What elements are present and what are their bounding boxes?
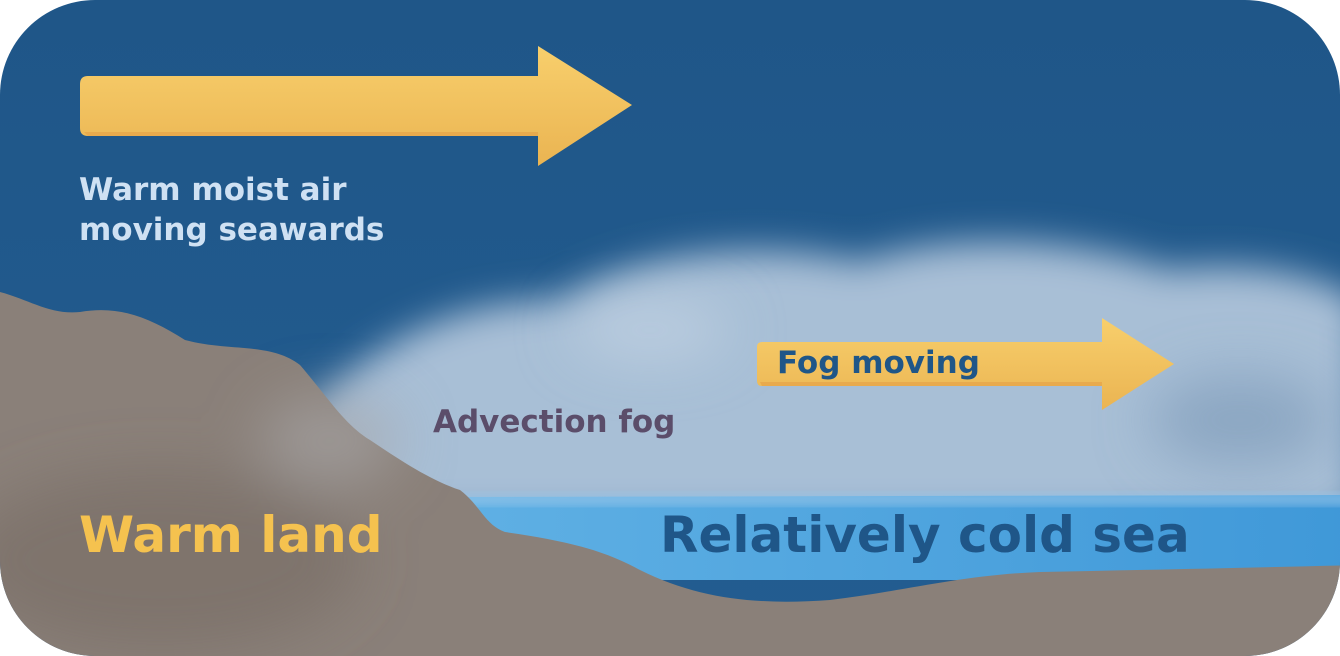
warm-air-arrow-shadow [84, 132, 538, 136]
warm-land-label: Warm land [79, 506, 383, 564]
fog-moving-label: Fog moving [777, 345, 980, 381]
warm-moist-air-label-line1: Warm moist air [79, 172, 347, 208]
fog-moving-arrow-shadow [760, 382, 1102, 386]
land-shading [0, 395, 400, 650]
warm-moist-air-label-line2: moving seawards [79, 212, 385, 248]
cold-sea-label: Relatively cold sea [660, 506, 1190, 564]
advection-fog-label: Advection fog [433, 404, 676, 440]
warm-moist-air-label: Warm moist air moving seawards [79, 170, 384, 250]
sea-surface-haze [460, 492, 1340, 506]
sea [460, 495, 1340, 580]
fog-darker-patch [570, 300, 1330, 465]
fog-moving-arrow [757, 318, 1174, 410]
